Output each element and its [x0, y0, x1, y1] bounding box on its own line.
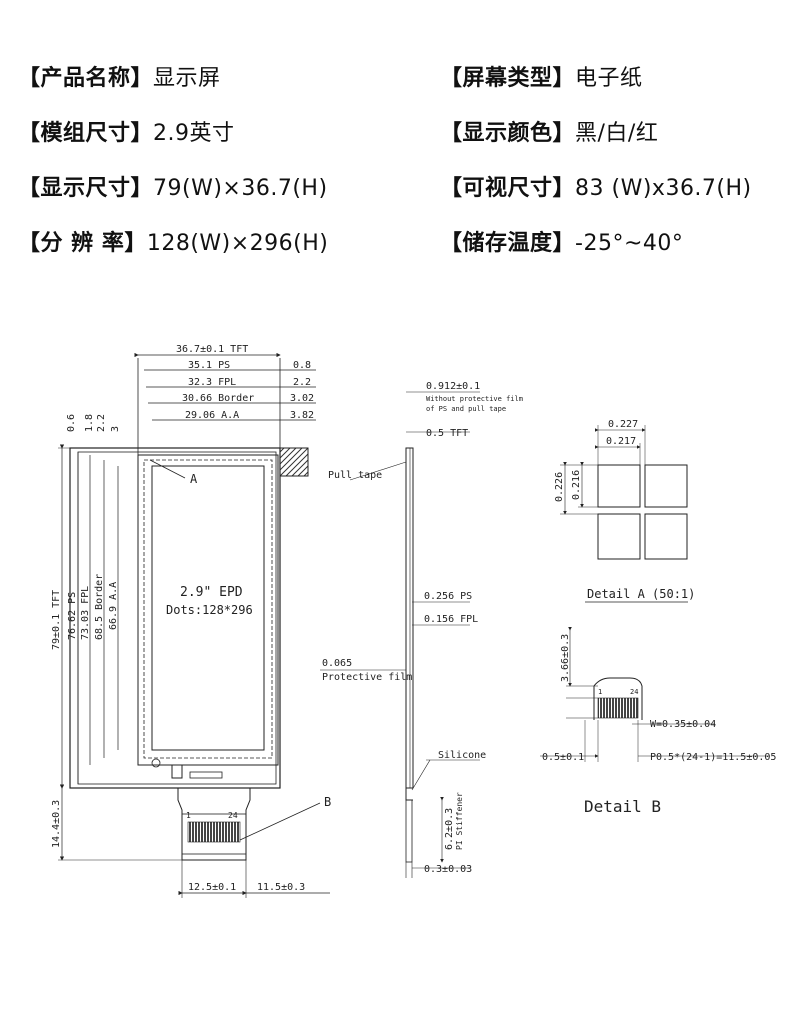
spec-label: 【分 辨 率】 [18, 231, 147, 256]
dim-border-height: 68.5 Border [94, 574, 105, 640]
dim-left-small-4: 3 [110, 426, 121, 432]
spec-storage-temp: 【储存温度】-25°~40° [440, 225, 683, 257]
spec-display-size: 【显示尺寸】79(W)×36.7(H) [18, 170, 328, 202]
dim-ps-width: 35.1 PS [188, 360, 230, 371]
dim-fpc-width: 12.5±0.1 [188, 882, 236, 893]
spec-display-color: 【显示颜色】黑/白/红 [440, 115, 658, 147]
dim-border-width: 30.66 Border [182, 393, 254, 404]
spec-label: 【可视尺寸】 [440, 176, 576, 201]
spec-value: 黑/白/红 [575, 121, 659, 146]
side-tft: 0.5 TFT [426, 428, 468, 439]
spec-label: 【模组尺寸】 [18, 121, 154, 146]
center-title: 2.9" EPD [180, 585, 243, 600]
detail-b [540, 627, 770, 762]
side-silicone: Silicone [438, 750, 486, 761]
detail-a-pixel-x: 0.217 [606, 436, 636, 447]
side-bottom-thickness: 0.3±0.03 [424, 864, 472, 875]
dim-fpl-width: 32.3 FPL [188, 377, 236, 388]
dim-left-small-1: 0.6 [66, 414, 77, 432]
spec-module-size: 【模组尺寸】2.9英寸 [18, 115, 235, 147]
detail-b-pin-width: W=0.35±0.04 [650, 719, 716, 730]
spec-label: 【产品名称】 [18, 66, 154, 91]
dim-aa-height: 66.9 A.A [108, 582, 119, 630]
tft-outline [69, 447, 281, 789]
dim-fpl-height: 73.03 FPL [80, 586, 91, 640]
callout-b: B [324, 795, 331, 809]
spec-value: 电子纸 [575, 66, 643, 91]
side-thickness: 0.912±0.1 [426, 381, 480, 392]
dim-right-1: 0.8 [293, 360, 311, 371]
spec-resolution: 【分 辨 率】128(W)×296(H) [18, 225, 328, 257]
dim-ps-height: 76.62 PS [67, 592, 78, 640]
spec-value: 79(W)×36.7(H) [153, 176, 328, 201]
dim-left-small-2: 1.8 [84, 414, 95, 432]
side-protective-value: 0.065 [322, 658, 352, 669]
detail-a-title: Detail A (50:1) [587, 587, 695, 601]
detail-a-labels: 0.227 0.217 0.226 0.216 Detail A (50:1) [554, 419, 695, 601]
side-fpl: 0.156 FPL [424, 614, 478, 625]
detail-b-labels: 3.66±0.3 1 24 W=0.35±0.04 0.5±0.1 P0.5*(… [542, 634, 776, 816]
spec-label: 【显示颜色】 [440, 121, 576, 146]
dim-right-3: 3.02 [290, 393, 314, 404]
spec-label: 【屏幕类型】 [440, 66, 576, 91]
spec-label: 【储存温度】 [440, 231, 576, 256]
spec-value: 128(W)×296(H) [146, 231, 329, 256]
spec-screen-type: 【屏幕类型】电子纸 [440, 60, 643, 92]
dim-tft-width: 36.7±0.1 TFT [176, 344, 248, 355]
detail-a-pitch-y: 0.226 [554, 472, 565, 502]
spec-value: 2.9英寸 [153, 121, 235, 146]
detail-b-pin24: 24 [630, 688, 638, 696]
dim-left-small-3: 2.2 [96, 414, 107, 432]
side-pull-tape: Pull tape [328, 470, 382, 481]
mechanical-drawing: 36.7±0.1 TFT 35.1 PS 32.3 FPL 30.66 Bord… [51, 344, 776, 898]
spec-value: -25°~40° [575, 231, 684, 256]
side-stiffener-len: 6.2±0.3 [444, 808, 455, 850]
spec-value: 显示屏 [153, 66, 221, 91]
side-stiffener-label: PI Stiffener [455, 792, 464, 850]
side-note-1: Without protective film [426, 395, 523, 403]
detail-b-pitch: P0.5*(24-1)=11.5±0.05 [650, 752, 776, 763]
dim-fpc-offset: 11.5±0.3 [257, 882, 305, 893]
front-labels: 36.7±0.1 TFT 35.1 PS 32.3 FPL 30.66 Bord… [51, 344, 331, 893]
dim-tft-height: 79±0.1 TFT [51, 590, 62, 650]
detail-b-title: Detail B [584, 797, 661, 816]
spec-label: 【显示尺寸】 [18, 176, 154, 201]
fpc-pin1: 1 [186, 811, 191, 820]
detail-a [560, 425, 688, 603]
side-note-2: of PS and pull tape [426, 405, 506, 413]
detail-b-height: 3.66±0.3 [560, 634, 571, 682]
front-view [58, 352, 330, 898]
center-dots: Dots:128*296 [166, 603, 253, 617]
fpc-pin24: 24 [228, 811, 238, 820]
dim-right-2: 2.2 [293, 377, 311, 388]
dim-right-4: 3.82 [290, 410, 314, 421]
side-ps: 0.256 PS [424, 591, 472, 602]
detail-b-pin1: 1 [598, 688, 602, 696]
detail-a-pitch-x: 0.227 [608, 419, 638, 430]
spec-value: 83 (W)x36.7(H) [575, 176, 752, 201]
dim-aa-width: 29.06 A.A [185, 410, 239, 421]
detail-b-left-offset: 0.5±0.1 [542, 752, 584, 763]
dim-fpc-length: 14.4±0.3 [51, 800, 62, 848]
detail-a-pixel-y: 0.216 [571, 470, 582, 500]
side-view [320, 391, 480, 878]
spec-table: 【产品名称】显示屏 【屏幕类型】电子纸 【模组尺寸】2.9英寸 【显示颜色】黑/… [0, 0, 790, 290]
side-labels: 0.912±0.1 Without protective film of PS … [322, 381, 523, 875]
spec-visible-size: 【可视尺寸】83 (W)x36.7(H) [440, 170, 752, 202]
spec-product-name: 【产品名称】显示屏 [18, 60, 221, 92]
side-protective-label: Protective film [322, 672, 412, 683]
callout-a: A [190, 472, 198, 486]
